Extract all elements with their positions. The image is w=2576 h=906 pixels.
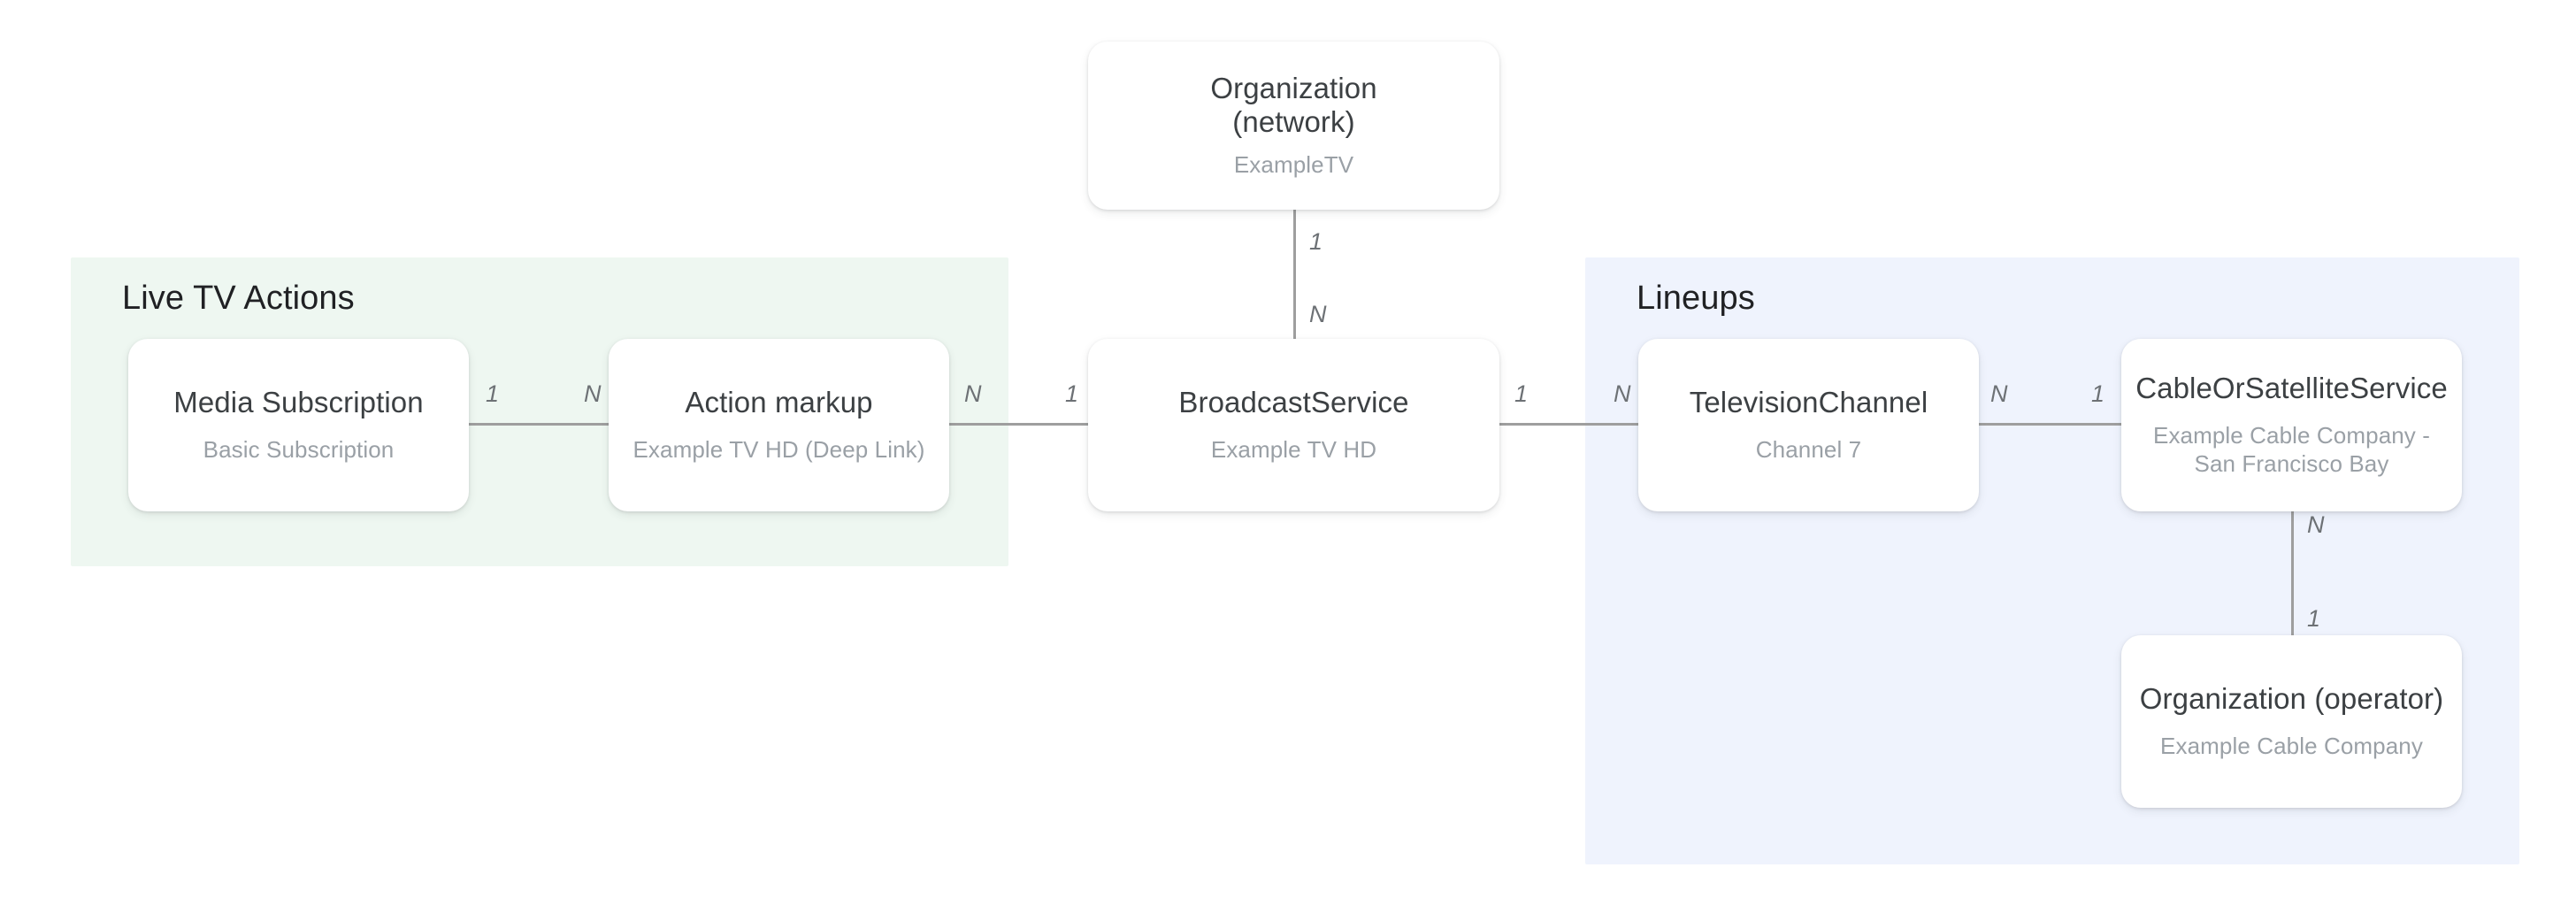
node-title-organization-operator: Organization (operator) <box>2139 682 2444 715</box>
node-subtitle-organization-operator: Example Cable Company <box>2160 733 2423 760</box>
node-media-subscription[interactable]: Media Subscription Basic Subscription <box>128 339 469 511</box>
node-subtitle-action-markup: Example TV HD (Deep Link) <box>632 436 925 464</box>
node-title-line2: (network) <box>1232 105 1355 139</box>
node-title-line1: Organization <box>1210 71 1377 104</box>
node-cable-or-satellite-service[interactable]: CableOrSatelliteService Example Cable Co… <box>2121 339 2462 511</box>
edge-television-channel-to-cable-or-satellite-service <box>1974 423 2123 426</box>
node-organization-operator[interactable]: Organization (operator) Example Cable Co… <box>2121 635 2462 808</box>
panel-title-lineups: Lineups <box>1637 280 1755 317</box>
edge-media-subscription-to-action-markup <box>467 423 610 426</box>
edge-label-organization-operator-to: 1 <box>2307 605 2321 632</box>
edge-label-television-channel-right-from: N <box>1990 380 2008 407</box>
edge-label-action-markup-to: N <box>584 380 602 407</box>
edge-label-television-channel-left-to: N <box>1614 380 1631 407</box>
node-title-broadcast-service: BroadcastService <box>1178 386 1409 418</box>
edge-label-cable-or-satellite-service-bottom-from: N <box>2307 511 2325 538</box>
panel-title-live-tv-actions: Live TV Actions <box>122 280 355 317</box>
edge-action-markup-to-broadcast-service <box>948 423 1090 426</box>
node-subtitle-organization-network: ExampleTV <box>1233 151 1354 179</box>
node-title-cable-or-satellite-service: CableOrSatelliteService <box>2135 372 2448 405</box>
edge-label-broadcast-service-left-to: 1 <box>1065 380 1079 407</box>
node-subtitle-media-subscription: Basic Subscription <box>203 436 395 464</box>
edge-label-broadcast-service-right-from: 1 <box>1514 380 1529 407</box>
node-subtitle-line1: Example Cable Company - <box>2153 422 2430 449</box>
node-action-markup[interactable]: Action markup Example TV HD (Deep Link) <box>609 339 949 511</box>
node-television-channel[interactable]: TelevisionChannel Channel 7 <box>1638 339 1979 511</box>
node-subtitle-television-channel: Channel 7 <box>1755 436 1862 464</box>
edge-label-action-markup-from: N <box>964 380 982 407</box>
edge-label-organization-network-from: 1 <box>1309 228 1323 255</box>
node-subtitle-cable-or-satellite-service: Example Cable Company - San Francisco Ba… <box>2153 422 2430 478</box>
edge-label-broadcast-service-top-to: N <box>1309 301 1327 327</box>
node-organization-network[interactable]: Organization (network) ExampleTV <box>1088 42 1499 210</box>
node-title-television-channel: TelevisionChannel <box>1689 386 1928 418</box>
node-subtitle-line2: San Francisco Bay <box>2194 450 2389 478</box>
node-title-action-markup: Action markup <box>685 386 873 418</box>
node-title-organization-network: Organization (network) <box>1210 72 1376 140</box>
edge-cable-or-satellite-service-to-organization-operator <box>2291 511 2294 637</box>
edge-broadcast-service-to-television-channel <box>1497 423 1638 426</box>
edge-organization-network-to-broadcast-service <box>1293 210 1296 341</box>
edge-label-cable-or-satellite-service-left-to: 1 <box>2091 380 2105 407</box>
node-subtitle-broadcast-service: Example TV HD <box>1210 436 1377 464</box>
node-title-media-subscription: Media Subscription <box>173 386 424 418</box>
edge-label-media-subscription-from: 1 <box>486 380 500 407</box>
node-broadcast-service[interactable]: BroadcastService Example TV HD <box>1088 339 1499 511</box>
